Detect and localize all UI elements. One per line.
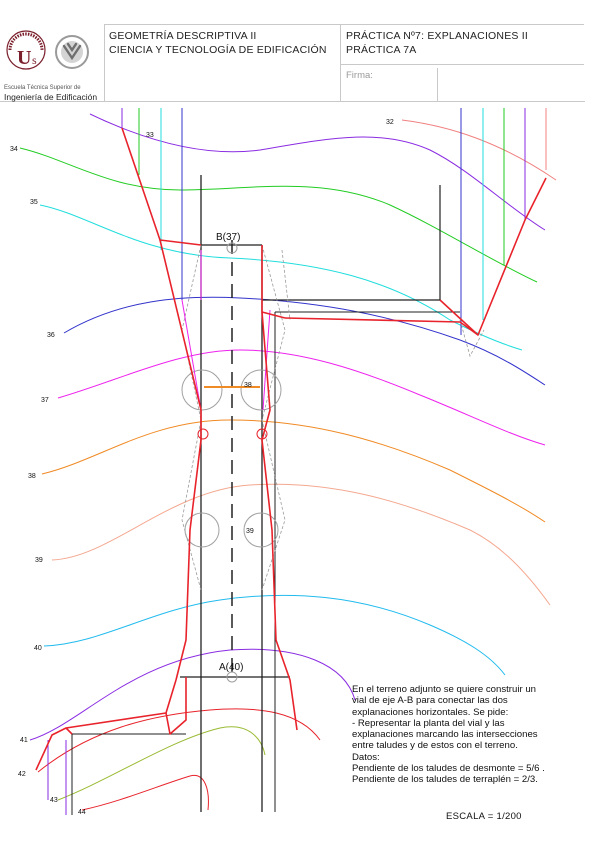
statement-line: entre taludes y de estos con el terreno. xyxy=(352,740,518,752)
contour-label-36: 36 xyxy=(47,332,55,339)
svg-text:s: s xyxy=(32,53,37,67)
contour-33 xyxy=(89,113,546,231)
contour-42 xyxy=(37,708,321,773)
platform-level-39: 39 xyxy=(246,528,254,535)
divider xyxy=(104,24,105,102)
exercise-statement: En el terreno adjunto se quiere construi… xyxy=(352,684,582,786)
contour-label-32: 32 xyxy=(386,119,394,126)
contour-35 xyxy=(39,204,523,351)
intersection-mark xyxy=(256,428,268,440)
contour-40 xyxy=(43,594,506,676)
statement-line: vial de eje A-B para conectar las dos xyxy=(352,695,508,707)
contour-37 xyxy=(57,349,546,446)
school-caption-small: Escuela Técnica Superior de xyxy=(4,85,81,91)
university-seal-icon: U s xyxy=(6,30,89,70)
slope-cones xyxy=(181,242,282,683)
point-a-label: A(40) xyxy=(219,662,243,673)
contour-32 xyxy=(401,119,557,181)
school-logo: U s Escuela Técnica Superior de Ingenier… xyxy=(2,28,102,102)
contour-39 xyxy=(51,483,551,606)
practice-title: PRÁCTICA Nº7: EXPLANACIONES II xyxy=(346,30,528,42)
contour-label-35: 35 xyxy=(30,199,38,206)
contour-44 xyxy=(81,774,209,811)
scale-label: ESCALA = 1/200 xyxy=(446,811,522,822)
contour-41 xyxy=(29,648,356,741)
svg-text:U: U xyxy=(17,47,31,69)
subject-title: GEOMETRÍA DESCRIPTIVA II xyxy=(109,30,257,42)
contour-43 xyxy=(57,726,266,801)
school-caption: Ingeniería de Edificación xyxy=(4,92,98,102)
statement-line: explanaciones marcando las interseccione… xyxy=(352,729,538,741)
platform-level-38: 38 xyxy=(244,382,252,389)
divider xyxy=(340,64,584,65)
statement-line: En el terreno adjunto se quiere construi… xyxy=(352,684,536,695)
contour-label-34: 34 xyxy=(10,146,18,153)
practice-code: PRÁCTICA 7A xyxy=(346,44,417,56)
point-b-label: B(37) xyxy=(216,232,240,243)
contour-34 xyxy=(19,147,538,283)
contour-38 xyxy=(41,419,546,523)
divider xyxy=(437,68,438,102)
slope-boundary-lines xyxy=(35,127,547,771)
slope-construction-lines xyxy=(181,244,485,591)
contour-label-44: 44 xyxy=(78,809,86,816)
signature-label: Firma: xyxy=(346,70,373,81)
school-emblem-icon xyxy=(55,35,89,69)
contour-label-37: 37 xyxy=(41,397,49,404)
divider xyxy=(340,24,341,102)
contour-label-33: 33 xyxy=(146,132,154,139)
statement-line: Pendiente de los taludes de terraplén = … xyxy=(352,774,538,786)
platform-38-contour xyxy=(204,386,260,388)
contour-label-43: 43 xyxy=(50,797,58,804)
contour-label-39: 39 xyxy=(35,557,43,564)
subject-degree: CIENCIA Y TECNOLOGÍA DE EDIFICACIÓN xyxy=(109,44,327,56)
statement-line: - Representar la planta del vial y las xyxy=(352,717,505,729)
contour-label-41: 41 xyxy=(20,737,28,744)
title-block: U s Escuela Técnica Superior de Ingenier… xyxy=(0,24,585,102)
contour-36 xyxy=(63,296,546,386)
contour-label-42: 42 xyxy=(18,771,26,778)
statement-line: explanaciones horizontales. Se pide: xyxy=(352,706,509,718)
statement-line: Datos: xyxy=(352,751,380,763)
intersection-mark xyxy=(197,428,209,440)
statement-line: Pendiente de los taludes de desmonte = 5… xyxy=(352,763,545,775)
divider xyxy=(104,24,584,25)
divider xyxy=(0,101,585,102)
contour-label-38: 38 xyxy=(28,473,36,480)
contour-label-40: 40 xyxy=(34,645,42,652)
